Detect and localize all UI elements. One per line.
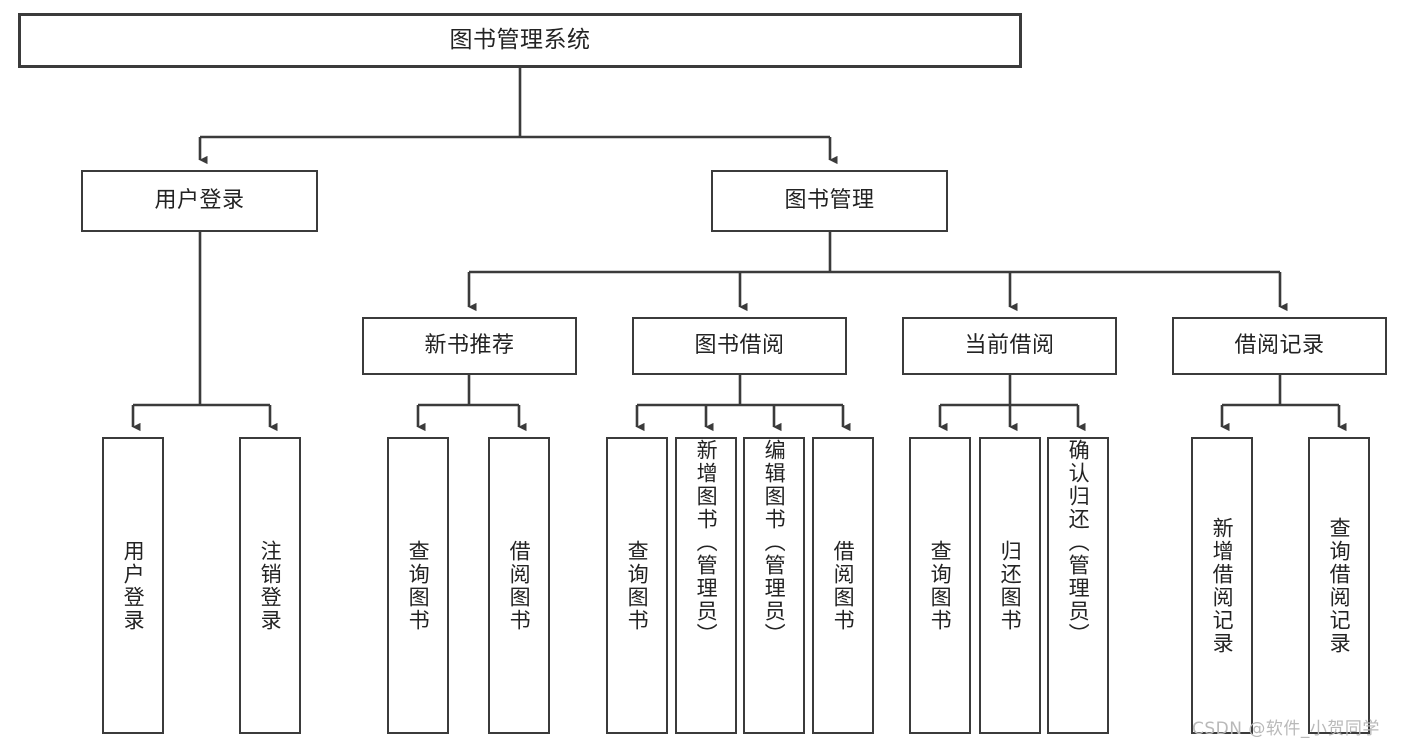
node-leaf-query-book-2-label: 查询图书 xyxy=(625,539,650,632)
node-leaf-user-logout[interactable]: 注销登录 xyxy=(239,437,301,734)
current-borrow-to-leaf-connectors xyxy=(938,375,1086,432)
node-leaf-query-book-1-label: 查询图书 xyxy=(406,539,431,632)
node-leaf-confirm-return-label: 确认归还（管理员） xyxy=(1066,439,1091,646)
node-borrow-record-label: 借阅记录 xyxy=(1234,332,1325,358)
node-leaf-query-record-label: 查询借阅记录 xyxy=(1327,516,1352,655)
node-book-management[interactable]: 图书管理 xyxy=(711,170,948,232)
node-leaf-add-book-label: 新增图书（管理员） xyxy=(694,439,719,646)
node-leaf-query-record[interactable]: 查询借阅记录 xyxy=(1308,437,1370,734)
node-new-book-recommend[interactable]: 新书推荐 xyxy=(362,317,577,375)
node-leaf-edit-book[interactable]: 编辑图书（管理员） xyxy=(743,437,805,734)
node-root-label: 图书管理系统 xyxy=(449,26,591,53)
borrow-record-to-leaf-connectors xyxy=(1220,375,1347,432)
user-login-to-leaf-connectors xyxy=(131,232,278,432)
node-leaf-query-book-3[interactable]: 查询图书 xyxy=(909,437,971,734)
node-leaf-add-record[interactable]: 新增借阅记录 xyxy=(1191,437,1253,734)
node-leaf-borrow-book-1-label: 借阅图书 xyxy=(507,539,532,632)
node-leaf-user-login-label: 用户登录 xyxy=(121,539,146,632)
node-leaf-add-book[interactable]: 新增图书（管理员） xyxy=(675,437,737,734)
node-leaf-return-book[interactable]: 归还图书 xyxy=(979,437,1041,734)
node-leaf-borrow-book-2-label: 借阅图书 xyxy=(831,539,856,632)
node-borrow-record[interactable]: 借阅记录 xyxy=(1172,317,1387,375)
node-current-borrow-label: 当前借阅 xyxy=(964,332,1055,358)
node-leaf-query-book-1[interactable]: 查询图书 xyxy=(387,437,449,734)
book-management-to-level3-connectors xyxy=(467,232,1288,312)
node-root[interactable]: 图书管理系统 xyxy=(18,13,1022,68)
node-leaf-confirm-return[interactable]: 确认归还（管理员） xyxy=(1047,437,1109,734)
node-leaf-add-record-label: 新增借阅记录 xyxy=(1210,516,1235,655)
node-new-book-recommend-label: 新书推荐 xyxy=(424,332,515,358)
node-leaf-query-book-3-label: 查询图书 xyxy=(928,539,953,632)
root-to-level2-connectors xyxy=(198,68,838,165)
node-book-management-label: 图书管理 xyxy=(784,187,875,213)
node-leaf-borrow-book-2[interactable]: 借阅图书 xyxy=(812,437,874,734)
node-book-borrow-label: 图书借阅 xyxy=(694,332,785,358)
node-leaf-user-logout-label: 注销登录 xyxy=(258,539,283,632)
node-leaf-query-book-2[interactable]: 查询图书 xyxy=(606,437,668,734)
node-leaf-borrow-book-1[interactable]: 借阅图书 xyxy=(488,437,550,734)
node-current-borrow[interactable]: 当前借阅 xyxy=(902,317,1117,375)
node-leaf-edit-book-label: 编辑图书（管理员） xyxy=(762,439,787,646)
new-book-recommend-to-leaf-connectors xyxy=(416,375,527,432)
node-user-login-label: 用户登录 xyxy=(154,187,245,213)
node-leaf-user-login[interactable]: 用户登录 xyxy=(102,437,164,734)
node-user-login[interactable]: 用户登录 xyxy=(81,170,318,232)
book-borrow-to-leaf-connectors xyxy=(635,375,851,432)
node-leaf-return-book-label: 归还图书 xyxy=(998,539,1023,632)
node-book-borrow[interactable]: 图书借阅 xyxy=(632,317,847,375)
